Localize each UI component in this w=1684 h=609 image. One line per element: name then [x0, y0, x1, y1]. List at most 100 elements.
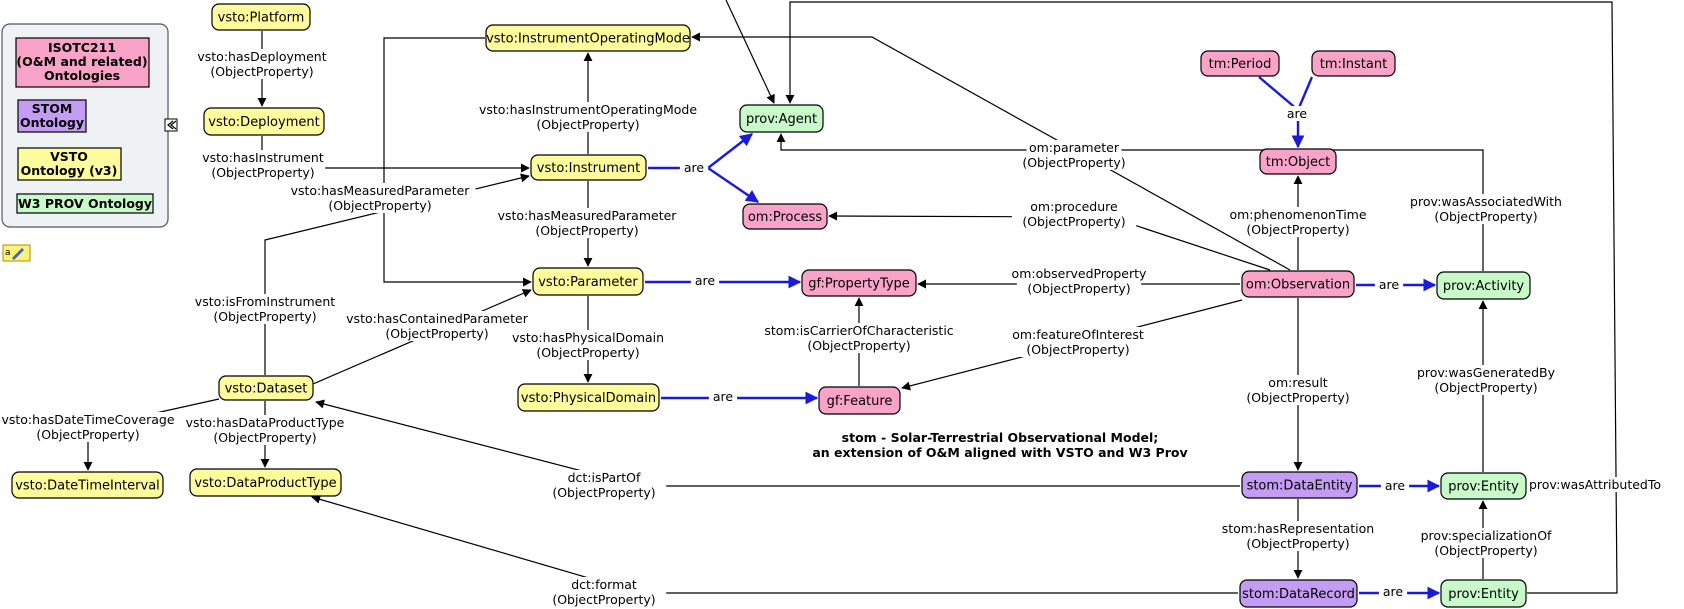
- note-icon[interactable]: a: [2, 244, 31, 262]
- node-feature[interactable]: gf:Feature: [818, 386, 901, 415]
- node-datarecord[interactable]: stom:DataRecord: [1239, 579, 1358, 608]
- edge-label-text: (ObjectProperty): [210, 64, 313, 79]
- node-iom[interactable]: vsto:InstrumentOperatingMode: [485, 24, 691, 52]
- edge-label-text: (ObjectProperty): [535, 223, 638, 238]
- edge-label-wasAttributedTo: prov:wasAttributedTo: [1518, 477, 1672, 492]
- node-instrument[interactable]: vsto:Instrument: [530, 154, 647, 181]
- node-entity2[interactable]: prov:Entity: [1440, 579, 1527, 608]
- edge-label-text: (ObjectProperty): [552, 485, 655, 500]
- edge-label-isFromInstrument: vsto:isFromInstrument(ObjectProperty): [184, 294, 346, 324]
- edge-label-isCarrier: stom:isCarrierOfCharacteristic(ObjectPro…: [745, 323, 973, 353]
- edge-label-text: are: [1385, 478, 1406, 493]
- edge-label-text: dct:isPartOf: [568, 470, 641, 485]
- edge-label-text: are: [684, 160, 705, 175]
- edge-label-text: (ObjectProperty): [807, 338, 910, 353]
- node-physdomain[interactable]: vsto:PhysicalDomain: [517, 383, 660, 412]
- legend-iso-line2: (O&M and related): [16, 54, 147, 69]
- edge-label-text: om:parameter: [1029, 140, 1120, 155]
- node-agent[interactable]: prov:Agent: [739, 104, 824, 133]
- edge-label-hasContainedParameter: vsto:hasContainedParameter(ObjectPropert…: [337, 311, 537, 341]
- edge-label-text: vsto:hasPhysicalDomain: [512, 330, 664, 345]
- legend-iso-line3: Ontologies: [44, 68, 120, 83]
- edge-label-text: vsto:hasDeployment: [197, 49, 326, 64]
- edge-label-text: prov:specializationOf: [1421, 528, 1552, 543]
- edge-label-are_param: are: [690, 273, 720, 288]
- edge-label-text: are: [713, 389, 734, 404]
- node-dti[interactable]: vsto:DateTimeInterval: [11, 471, 164, 499]
- svg-text:a: a: [5, 248, 11, 258]
- node-parameter[interactable]: vsto:Parameter: [532, 267, 644, 296]
- edge-label-text: (ObjectProperty): [1434, 543, 1537, 558]
- edge-label-text: vsto:hasInstrumentOperatingMode: [479, 102, 697, 117]
- edge-label-text: (ObjectProperty): [536, 345, 639, 360]
- node-label: vsto:Parameter: [538, 275, 638, 290]
- edge-label-text: (ObjectProperty): [536, 117, 639, 132]
- node-entity1[interactable]: prov:Entity: [1440, 472, 1527, 500]
- edge-label-text: (ObjectProperty): [1026, 342, 1129, 357]
- edge-label-text: (ObjectProperty): [1246, 390, 1349, 405]
- node-activity[interactable]: prov:Activity: [1436, 271, 1531, 300]
- node-obs[interactable]: om:Observation: [1241, 270, 1355, 298]
- node-label: tm:Period: [1209, 57, 1272, 72]
- edge-obs-iom: [691, 32, 1291, 271]
- edge-label-text: are: [695, 273, 716, 288]
- node-process[interactable]: om:Process: [742, 203, 828, 230]
- edge-label-observedProperty: om:observedProperty(ObjectProperty): [1005, 266, 1153, 296]
- edge-label-hasInstrument: vsto:hasInstrument(ObjectProperty): [193, 150, 333, 180]
- legend-vsto-line2: Ontology (v3): [21, 163, 118, 178]
- node-ptype[interactable]: gf:PropertyType: [801, 269, 917, 297]
- node-label: prov:Agent: [746, 112, 817, 127]
- node-label: vsto:PhysicalDomain: [521, 391, 656, 406]
- node-label: vsto:DataProductType: [194, 476, 336, 491]
- edge-label-text: vsto:hasDataProductType: [186, 415, 345, 430]
- edge-label-wasGeneratedBy: prov:wasGeneratedBy(ObjectProperty): [1412, 365, 1560, 395]
- edge-label-text: (ObjectProperty): [1434, 209, 1537, 224]
- edge-label-text: vsto:hasContainedParameter: [346, 311, 529, 326]
- node-tobject[interactable]: tm:Object: [1259, 148, 1337, 175]
- legend-panel: ISOTC211 (O&M and related) Ontologies ST…: [1, 23, 169, 228]
- legend-stom-line2: Ontology: [20, 115, 84, 130]
- edge-label-wasAssociatedWith: prov:wasAssociatedWith(ObjectProperty): [1401, 194, 1571, 224]
- edge-label-text: (ObjectProperty): [213, 430, 316, 445]
- edge-label-text: (ObjectProperty): [552, 592, 655, 607]
- edge-label-text: prov:wasAttributedTo: [1529, 477, 1661, 492]
- node-label: vsto:Deployment: [208, 115, 319, 130]
- edge-label-hasMP1: vsto:hasMeasuredParameter(ObjectProperty…: [284, 183, 476, 213]
- edge-label-text: (ObjectProperty): [385, 326, 488, 341]
- edge-label-text: prov:wasAssociatedWith: [1410, 194, 1562, 209]
- node-platform[interactable]: vsto:Platform: [211, 3, 311, 31]
- edge-label-text: om:observedProperty: [1012, 266, 1147, 281]
- node-deployment[interactable]: vsto:Deployment: [203, 107, 325, 136]
- legend-stom-line1: STOM: [32, 101, 73, 116]
- edge-label-isPartOf: dct:isPartOf(ObjectProperty): [541, 470, 667, 500]
- edge-label-text: (ObjectProperty): [328, 198, 431, 213]
- edge-label-hasRepresentation: stom:hasRepresentation(ObjectProperty): [1213, 521, 1383, 551]
- edge-label-hasIOM: vsto:hasInstrumentOperatingMode(ObjectPr…: [470, 102, 706, 132]
- edge-datarecord-dpt: [311, 494, 1238, 594]
- node-label: tm:Object: [1266, 155, 1330, 170]
- edge-label-featureOfInterest: om:featureOfInterest(ObjectProperty): [1001, 327, 1155, 357]
- edge-label-text: (ObjectProperty): [1022, 155, 1125, 170]
- node-dpt[interactable]: vsto:DataProductType: [189, 468, 342, 497]
- caption-line1: stom - Solar-Terrestrial Observational M…: [842, 430, 1159, 445]
- node-label: prov:Entity: [1448, 587, 1519, 602]
- edge-label-text: (ObjectProperty): [1027, 281, 1130, 296]
- node-period[interactable]: tm:Period: [1200, 50, 1280, 77]
- node-instant[interactable]: tm:Instant: [1311, 50, 1396, 77]
- edge-label-text: stom:hasRepresentation: [1222, 521, 1374, 536]
- node-dataset[interactable]: vsto:Dataset: [218, 375, 314, 401]
- double-chevron-left-icon[interactable]: [164, 118, 178, 132]
- edge-entity2-agent: [785, 1, 1618, 594]
- node-label: gf:PropertyType: [808, 277, 910, 292]
- edge-label-text: dct:format: [571, 577, 637, 592]
- edge-label-text: stom:isCarrierOfCharacteristic: [764, 323, 953, 338]
- edge-label-hasDataProductType: vsto:hasDataProductType(ObjectProperty): [176, 415, 354, 445]
- edge-instrument-process: [707, 167, 760, 203]
- edge-label-text: vsto:hasDateTimeCoverage: [1, 412, 174, 427]
- node-label: prov:Entity: [1448, 480, 1519, 495]
- edge-label-text: (ObjectProperty): [36, 427, 139, 442]
- node-dataentity[interactable]: stom:DataEntity: [1241, 471, 1358, 499]
- node-label: vsto:Instrument: [537, 161, 640, 176]
- edge-label-phenomenonTime: om:phenomenonTime(ObjectProperty): [1229, 207, 1367, 237]
- node-label: gf:Feature: [827, 394, 893, 409]
